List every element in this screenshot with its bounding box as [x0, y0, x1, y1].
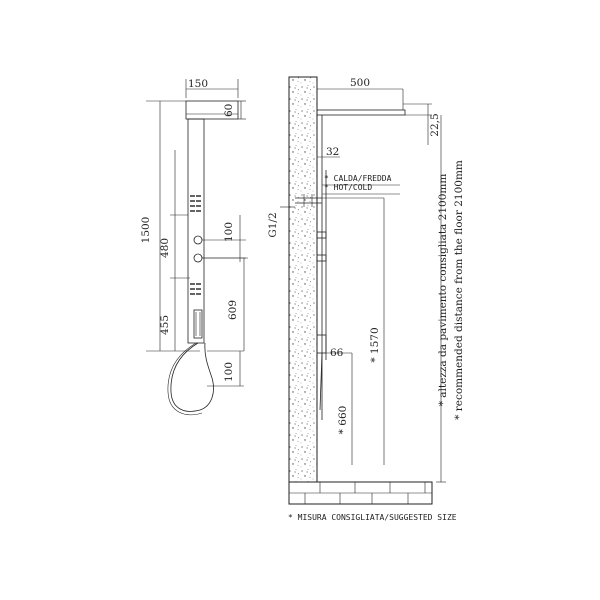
pipe-thread-label: G1/2 — [267, 212, 279, 237]
upper-body-jets — [190, 195, 201, 212]
mid-height-dimension: 609 — [227, 300, 239, 320]
upper-section-dimension: 480 — [159, 238, 171, 258]
lower-section-dimension: 455 — [159, 315, 171, 335]
head-drop-dimension: 22,5 — [429, 113, 441, 136]
front-view: 150 1500 60 — [140, 78, 248, 416]
total-height-dimension: 1500 — [140, 217, 152, 244]
shower-head-side — [316, 109, 406, 116]
wall-depth-dimension: 32 — [326, 146, 339, 158]
lower-body-jets — [190, 283, 201, 295]
diverter-valve-knob — [193, 253, 203, 263]
inlet-pipe — [295, 194, 322, 207]
mixer-valve-knob — [193, 235, 203, 245]
wall-section — [288, 76, 318, 483]
valve-spacing-dimension: 100 — [223, 222, 235, 242]
handset-holder — [193, 309, 203, 339]
diverter-side — [316, 254, 327, 262]
panel-head — [185, 100, 239, 120]
panel-body — [187, 118, 205, 344]
suggested-size-footnote: * MISURA CONSIGLIATA/SUGGESTED SIZE — [288, 513, 457, 522]
shower-hose — [170, 342, 214, 412]
top-width-dimension: 150 — [188, 78, 208, 90]
arm-length-dimension: 500 — [350, 77, 370, 89]
inlet-label-italian: * CALDA/FREDDA — [324, 174, 392, 183]
side-view: 500 22,5 32 * CALDA/FREDDA * HOT/COLD — [267, 76, 465, 505]
recommended-height-note-italian: * altezza da pavimento consigliata 2100m… — [437, 174, 449, 407]
handset-height-dimension: * 660 — [337, 406, 349, 435]
inlet-label-english: * HOT/COLD — [324, 183, 372, 192]
bottom-offset-dimension: 100 — [223, 362, 235, 382]
handset-offset-dimension: 66 — [330, 347, 344, 359]
floor-section — [288, 481, 433, 505]
outlet-height-dimension: * 1570 — [369, 327, 381, 362]
head-height-dimension: 60 — [223, 104, 235, 117]
valve-side — [316, 231, 327, 239]
recommended-height-note-english: * recommended distance from the floor 21… — [453, 160, 465, 420]
handset-side — [316, 334, 327, 354]
